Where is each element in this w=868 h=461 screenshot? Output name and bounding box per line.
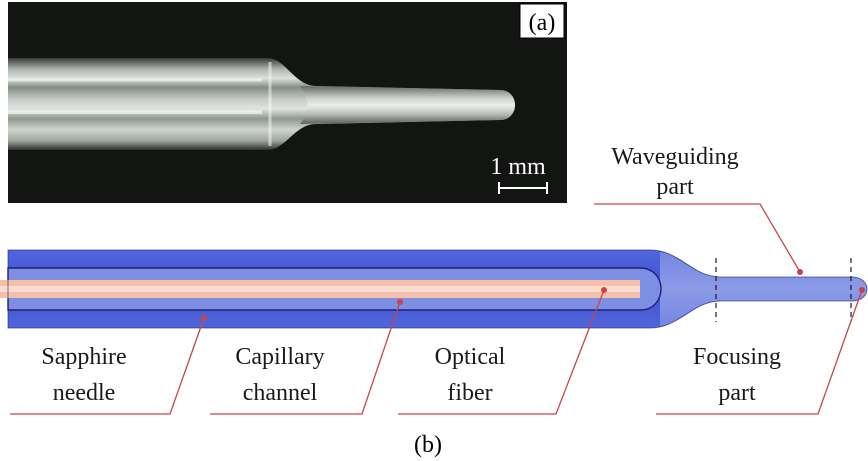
capillary-label-1: Capillary [235,344,324,370]
focusing-dot [859,287,865,293]
photo-panel: (a) 1 mm [8,2,567,203]
waveguiding-label-2: part [656,174,694,200]
schematic-panel-label: (b) [414,432,442,458]
focusing-label-1: Focusing [693,344,781,370]
photo-label-box [519,3,565,39]
optical-fiber-core [0,286,640,292]
capillary-leader [210,301,401,415]
focusing-label-2: part [718,380,756,406]
optical-leader [398,289,605,415]
capillary-label-2: channel [243,380,318,406]
optical-label-1: Optical [435,344,506,370]
photo-needle-tip [300,86,515,124]
optical-label-2: fiber [447,380,492,406]
sapphire-label-2: needle [53,380,116,406]
photo-panel-label: (a) [529,10,556,36]
optical-dot [601,287,607,293]
focusing-leader [656,289,863,415]
waveguiding-leader [594,203,801,273]
capillary-dot [397,299,403,305]
needle-tip [660,252,867,326]
sapphire-dot [201,315,207,321]
sapphire-label-1: Sapphire [41,344,126,370]
sapphire-leader [10,317,205,415]
leader-lines [10,203,863,415]
schematic-panel: Waveguiding part Sapphire needle Capilla… [0,144,868,458]
waveguiding-dot [797,269,803,275]
needle-outline [7,249,868,329]
leader-dots [201,269,865,321]
waveguiding-label-1: Waveguiding [611,144,738,170]
scale-bar-label: 1 mm [490,154,546,180]
